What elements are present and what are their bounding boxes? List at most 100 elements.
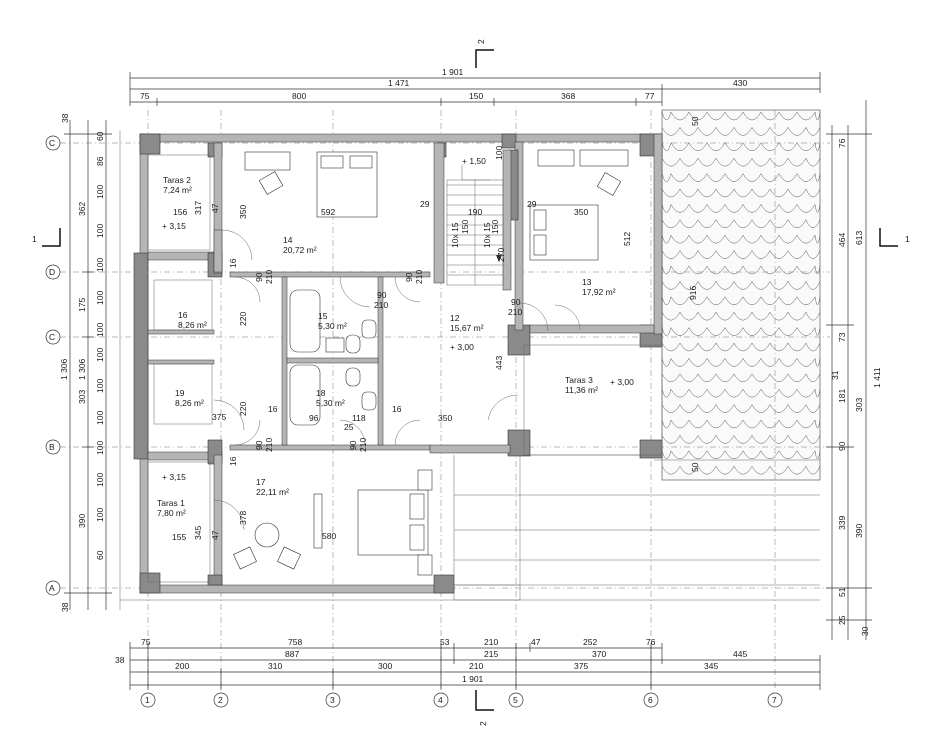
dimension-lines-bottom xyxy=(129,642,821,690)
roof-tile xyxy=(706,419,726,429)
room-area: 17,92 m² xyxy=(582,287,616,297)
roof-tile xyxy=(796,111,816,121)
dim-label: 1 306 xyxy=(59,358,69,380)
roof-tile xyxy=(751,158,771,167)
roof-tile xyxy=(769,250,789,259)
dim-label: 1 901 xyxy=(462,674,484,684)
roof-tile xyxy=(814,450,821,460)
dim-label: 200 xyxy=(175,661,189,671)
roof-tile xyxy=(760,389,780,398)
outer-walls xyxy=(133,133,663,594)
inner-dim: 100 xyxy=(494,146,504,160)
roof-tile xyxy=(688,358,708,367)
roof-tile xyxy=(715,373,735,383)
roof-tile xyxy=(733,250,753,259)
axis-label: C xyxy=(49,138,55,148)
roof-tile xyxy=(733,219,753,229)
inner-dim: 210 xyxy=(508,307,522,317)
roof-tile xyxy=(670,235,690,244)
roof-tile xyxy=(769,312,789,321)
roof-tile xyxy=(805,373,821,383)
roof-tile xyxy=(661,466,681,475)
roof-tile xyxy=(742,358,762,367)
level-mark: + 3,00 xyxy=(610,377,634,387)
axis-label: A xyxy=(49,583,55,593)
roof-tile xyxy=(679,312,699,321)
roof-tile xyxy=(679,404,699,413)
roof-tile xyxy=(697,250,717,259)
roof-tile xyxy=(697,342,717,352)
dim-label: 300 xyxy=(378,661,392,671)
room-name: 16 xyxy=(178,310,188,320)
roof-tile xyxy=(778,265,798,275)
inner-dim: 220 xyxy=(238,312,248,326)
roof-tile xyxy=(733,158,753,167)
dim-label: 60 xyxy=(95,131,105,141)
roof-tile xyxy=(769,158,789,167)
room-area: 7,80 m² xyxy=(157,508,186,518)
axis-label: 1 xyxy=(145,695,150,705)
dim-label: 181 xyxy=(837,389,847,403)
axis-label: 7 xyxy=(772,695,777,705)
roof-tile xyxy=(706,296,726,306)
roof-tile xyxy=(814,327,821,336)
roof-tile xyxy=(805,435,821,444)
dim-label: 31 xyxy=(830,370,840,380)
room-area: 8,26 m² xyxy=(178,320,207,330)
roof-tile xyxy=(751,466,771,475)
roof-tile xyxy=(688,419,708,429)
roof-tile xyxy=(715,281,735,290)
roof-tile xyxy=(661,142,672,152)
roof-tile xyxy=(661,188,681,198)
roof-tile xyxy=(715,342,735,352)
dim-label: 800 xyxy=(292,91,306,101)
roof-tile xyxy=(688,450,708,460)
axis-bubbles xyxy=(45,135,783,708)
roof-tile xyxy=(787,281,807,290)
room-name: 18 xyxy=(316,388,326,398)
roof-tile xyxy=(715,435,735,444)
inner-dim: 317 xyxy=(193,201,203,215)
dim-label: 1 411 xyxy=(872,367,882,388)
axis-label: 5 xyxy=(513,695,518,705)
inner-dim: 210 xyxy=(264,438,274,452)
roof-tile xyxy=(706,389,726,398)
roof-tile xyxy=(778,450,798,460)
dim-label: 210 xyxy=(484,637,498,647)
roof-tile xyxy=(787,404,807,413)
roof-tile xyxy=(724,204,744,213)
dim-label: 73 xyxy=(837,332,847,342)
roof-tile xyxy=(760,450,780,460)
roof-tile xyxy=(679,158,699,167)
roof-tile xyxy=(733,342,753,352)
dim-label: 1 901 xyxy=(442,67,464,77)
inner-dim: 16 xyxy=(228,258,238,268)
roof-tile xyxy=(679,250,699,259)
inner-dim: 10x 15 xyxy=(482,222,492,248)
roof-tile xyxy=(706,358,726,367)
roof-tile xyxy=(715,250,735,259)
dim-label: 1 306 xyxy=(77,358,87,380)
axis-label: 4 xyxy=(438,695,443,705)
room-name: Taras 3 xyxy=(565,375,593,385)
roof-tile xyxy=(661,312,681,321)
roof-tile xyxy=(688,265,708,275)
dim-label: 215 xyxy=(484,649,498,659)
dim-label: 100 xyxy=(95,258,105,272)
roof-tile xyxy=(814,265,821,275)
dim-label: 339 xyxy=(837,516,847,530)
dim-label: 100 xyxy=(95,473,105,487)
roof-tile xyxy=(724,450,744,460)
roof-tile xyxy=(778,142,798,152)
roof-tile xyxy=(661,281,681,290)
furniture xyxy=(153,149,629,576)
room-area: 8,26 m² xyxy=(175,398,204,408)
inner-dim: 350 xyxy=(574,207,588,217)
roof-tile xyxy=(760,419,780,429)
roof-tile xyxy=(805,466,821,475)
roof-tile xyxy=(706,235,726,244)
inner-dim: 150 xyxy=(490,220,500,234)
roof-tile xyxy=(796,327,816,336)
roof-tile xyxy=(688,111,708,121)
roof-tile xyxy=(724,419,744,429)
